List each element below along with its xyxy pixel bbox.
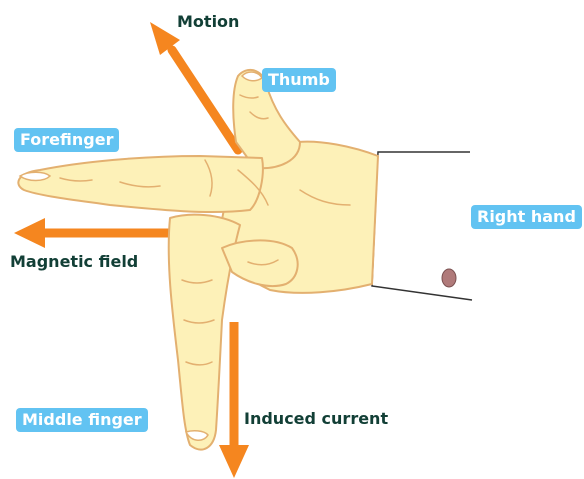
induced-current-label: Induced current — [244, 410, 388, 428]
cuff-button — [442, 269, 456, 287]
motion-label: Motion — [177, 13, 239, 31]
magnetic-field-label: Magnetic field — [10, 253, 138, 271]
magnetic-field-arrow — [14, 218, 170, 248]
right-hand-label: Right hand — [471, 205, 582, 229]
thumb-label: Thumb — [262, 68, 336, 92]
motion-arrow — [150, 22, 238, 150]
induced-current-arrow — [219, 322, 249, 478]
middle-finger-label: Middle finger — [16, 408, 148, 432]
sleeve-cuff — [372, 152, 472, 300]
forefinger-label: Forefinger — [14, 128, 119, 152]
